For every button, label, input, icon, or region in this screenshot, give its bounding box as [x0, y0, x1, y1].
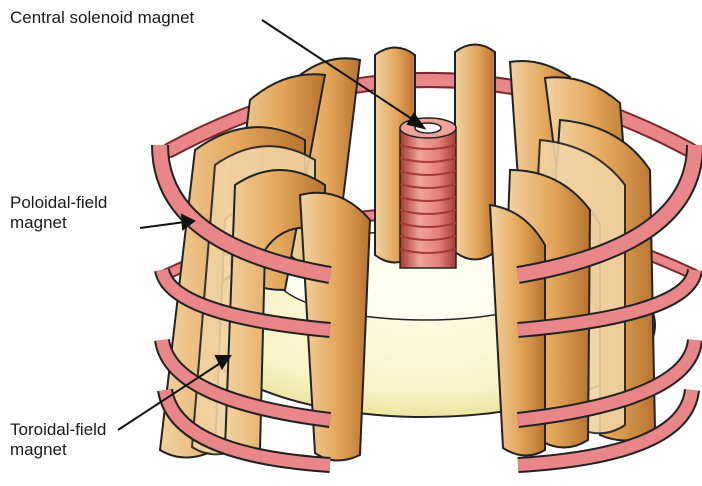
toroidal-field-label-line2: magnet [10, 440, 106, 460]
central-solenoid-label: Central solenoid magnet [10, 8, 194, 28]
poloidal-field-arrow [140, 222, 185, 228]
poloidal-field-label: Poloidal-field magnet [10, 193, 107, 233]
toroidal-field-label-line1: Toroidal-field [10, 420, 106, 440]
toroidal-coil [455, 45, 495, 260]
poloidal-field-label-line1: Poloidal-field [10, 193, 107, 213]
toroidal-field-label: Toroidal-field magnet [10, 420, 106, 460]
central-solenoid [400, 118, 456, 268]
central-solenoid-label-text: Central solenoid magnet [10, 8, 194, 27]
poloidal-field-label-line2: magnet [10, 213, 107, 233]
